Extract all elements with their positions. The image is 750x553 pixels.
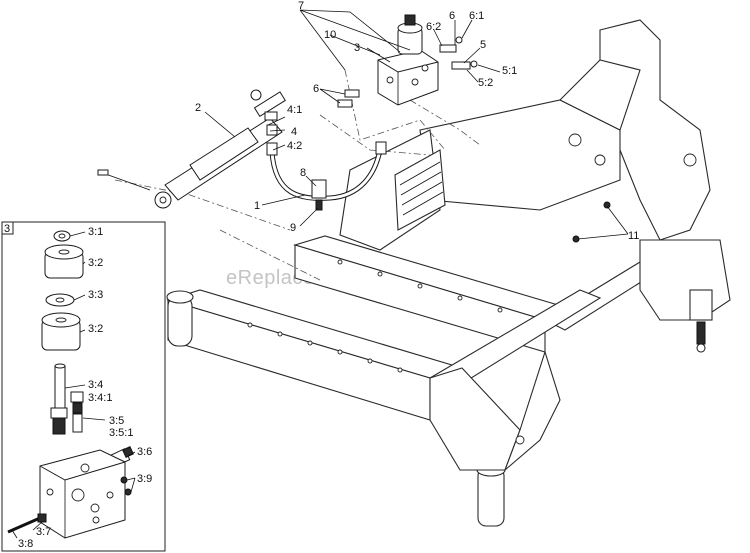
- callout-3-3: 3:3: [88, 289, 103, 301]
- callout-3-5: 3:5: [109, 415, 124, 427]
- inset-tag: 3: [4, 223, 10, 235]
- hydraulic-hose: [266, 141, 387, 211]
- main-leaders: [204, 9, 629, 240]
- fitting-4: [264, 111, 278, 136]
- callout-4-2: 4:2: [287, 140, 302, 152]
- callout-3-2-lower: 3:2: [88, 323, 103, 335]
- callout-7: 7: [298, 0, 304, 12]
- callout-6: 6: [449, 10, 455, 22]
- inset-panel: 3: [1, 221, 166, 552]
- callout-3-4-1: 3:4:1: [88, 392, 112, 404]
- callout-8: 8: [300, 167, 306, 179]
- callout-3-4: 3:4: [88, 379, 103, 391]
- callout-2: 2: [195, 102, 201, 114]
- grill-panel: [394, 149, 446, 231]
- callout-3-1: 3:1: [88, 226, 103, 238]
- callout-3-2-upper: 3:2: [88, 257, 103, 269]
- plugs-11: [572, 201, 611, 243]
- callout-11: 11: [628, 230, 639, 242]
- callout-4: 4: [291, 126, 297, 138]
- callout-5: 5: [480, 39, 486, 51]
- callout-3-8: 3:8: [18, 538, 33, 550]
- callout-9: 9: [290, 222, 296, 234]
- callout-3-5-1: 3:5:1: [109, 427, 133, 439]
- callout-3-9: 3:9: [137, 473, 152, 485]
- callout-6-1: 6:1: [469, 10, 484, 22]
- frame-holes: [247, 133, 697, 445]
- callout-10: 10: [324, 29, 336, 41]
- callout-1: 1: [254, 200, 260, 212]
- rear-bracket: [689, 289, 713, 353]
- hydraulic-cylinder: [97, 89, 286, 209]
- mower-frame: [166, 19, 731, 527]
- callout-3-6: 3:6: [137, 446, 152, 458]
- callout-3-7: 3:7: [36, 526, 51, 538]
- callout-6-lower: 6: [313, 83, 319, 95]
- callout-5-2: 5:2: [478, 77, 493, 89]
- callout-6-2: 6:2: [426, 21, 441, 33]
- callout-5-1: 5:1: [502, 65, 517, 77]
- callout-4-1: 4:1: [287, 104, 302, 116]
- valve-block: [337, 14, 478, 108]
- callout-3: 3: [354, 42, 360, 54]
